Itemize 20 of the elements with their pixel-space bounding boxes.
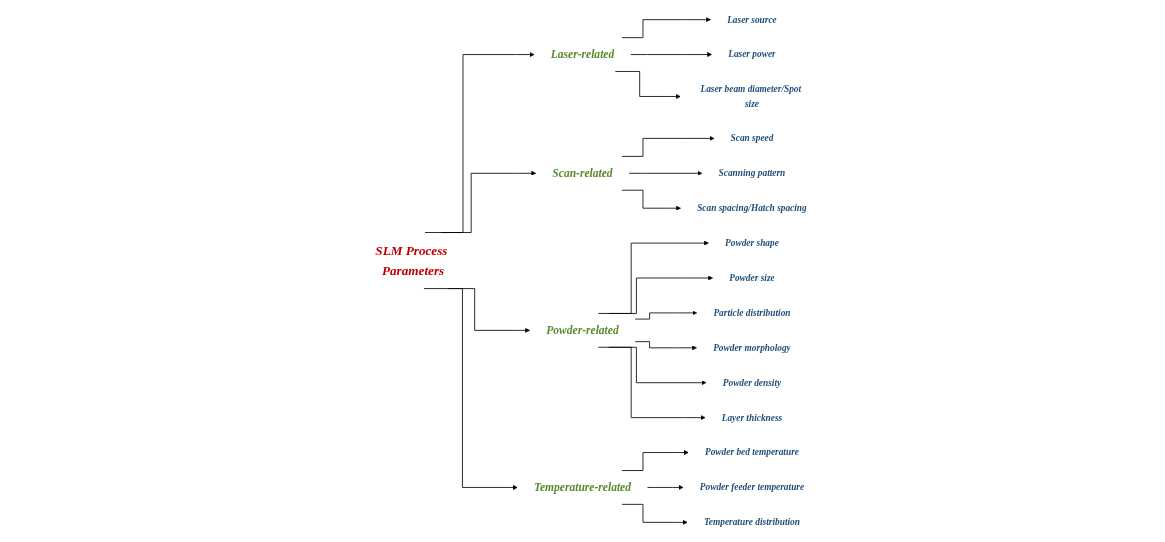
node-text: Scan-related [552,166,613,180]
node-text: Laser beam diameter/Spot size [700,84,802,109]
node-text: Scanning pattern [718,167,786,179]
node-text: Laser-related [550,47,615,61]
node-text: Powder size [729,272,775,284]
node-text: Laser power [728,49,776,60]
node-text: Temperature-related [533,480,632,494]
node-text: Particle distribution [713,307,791,318]
node-text: Temperature distribution [703,516,800,528]
node-text: Scan speed [730,133,774,144]
node-text: Powder density [722,377,782,388]
node-text: Laser source [727,14,777,25]
node-text: Powder bed temperature [704,447,799,458]
node-text: Powder morphology [713,342,791,353]
node-text: Powder shape [725,237,779,249]
node-text: Layer thickness [721,412,783,423]
node-text: Powder-related [546,323,619,337]
node-text: Powder feeder temperature [699,482,805,493]
node-text: SLM Process Parameters [375,243,448,278]
node-text: Scan spacing/Hatch spacing [697,202,807,214]
